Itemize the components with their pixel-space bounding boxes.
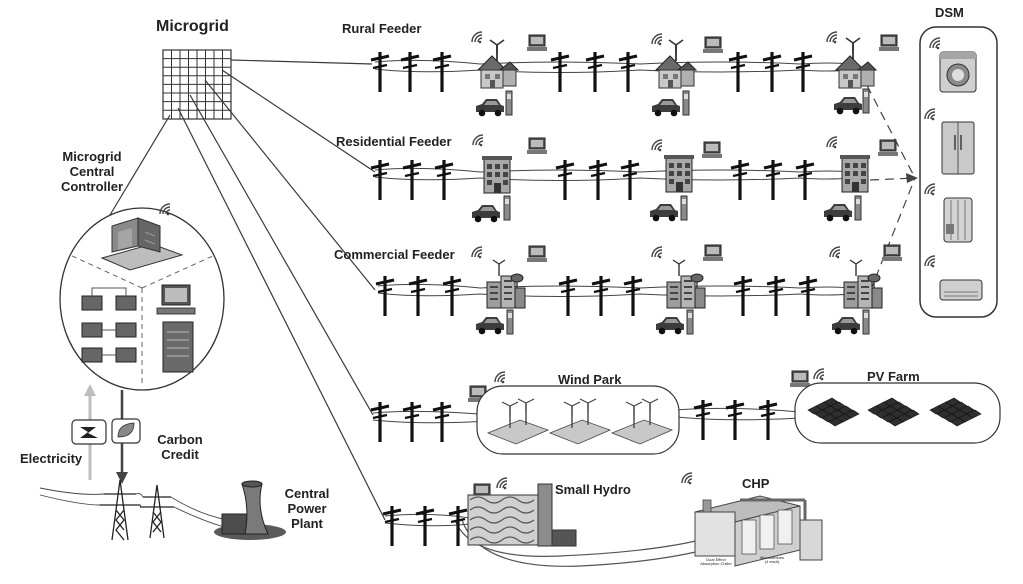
microgrid-title: Microgrid bbox=[156, 18, 229, 35]
dsm-panel bbox=[919, 26, 998, 318]
factory-icon bbox=[694, 495, 823, 567]
chp-chiller-line-1: Dual Effect bbox=[706, 557, 726, 562]
utility-poles bbox=[369, 50, 819, 548]
controller-title-line-2: Central bbox=[69, 163, 115, 179]
air-conditioner-icon bbox=[924, 255, 983, 301]
office-building-icon bbox=[100, 217, 184, 271]
commercial-feeder-label: Commercial Feeder bbox=[334, 247, 455, 262]
controller-title-line-1: Microgrid bbox=[62, 149, 122, 164]
central-power-plant-label: Central Power Plant bbox=[276, 486, 338, 532]
small-hydro-label: Small Hydro bbox=[555, 482, 631, 497]
chp-chiller-label: Dual Effect Absorption Chiller bbox=[696, 557, 736, 567]
pv-farm-label: PV Farm bbox=[867, 369, 920, 384]
electricity-label: Electricity bbox=[20, 451, 83, 466]
controller-title-line-3: Controller bbox=[60, 178, 124, 194]
chp-microturbine-label: Microturbines (4 each) bbox=[752, 555, 792, 565]
central-power-plant-line-3: Plant bbox=[291, 515, 323, 531]
server-icon bbox=[162, 321, 194, 373]
central-power-plant-line-2: Power bbox=[287, 500, 327, 516]
microgrid-grid-node bbox=[162, 49, 232, 120]
computer-icon bbox=[156, 284, 196, 315]
chp-microturbine-line-2: (4 each) bbox=[764, 559, 780, 565]
commercial-feeder-nodes bbox=[471, 244, 903, 335]
carbon-credit-label: Carbon Credit bbox=[150, 432, 210, 463]
lightning-icon bbox=[71, 419, 107, 445]
chp-group bbox=[681, 472, 823, 567]
carbon-credit-line-1: Carbon bbox=[157, 432, 203, 447]
rural-feeder-label: Rural Feeder bbox=[342, 21, 422, 36]
chp-label: CHP bbox=[742, 476, 770, 491]
small-hydro-group bbox=[467, 477, 577, 547]
pv-farm-group bbox=[789, 368, 1001, 444]
leaf-icon bbox=[111, 418, 141, 444]
chp-chiller-line-2: Absorption Chiller bbox=[700, 561, 732, 567]
power-plant-icon bbox=[214, 480, 286, 540]
wind-park-label: Wind Park bbox=[558, 372, 622, 387]
battery-icon bbox=[81, 287, 137, 363]
carbon-credit-line-2: Credit bbox=[161, 446, 199, 462]
controller-title: Microgrid Central Controller bbox=[52, 149, 132, 195]
dsm-label: DSM bbox=[935, 5, 964, 20]
feeder-wires bbox=[372, 59, 851, 527]
dsm-arrow-icon bbox=[906, 173, 918, 183]
refrigerator-icon bbox=[924, 108, 975, 175]
central-power-plant-line-1: Central bbox=[284, 486, 330, 501]
rural-feeder-nodes bbox=[471, 31, 900, 117]
residential-feeder-label: Residential Feeder bbox=[336, 134, 452, 149]
dam-icon bbox=[467, 483, 577, 547]
wind-park-group bbox=[467, 371, 680, 455]
chp-microturbine-line-1: Microturbines bbox=[759, 555, 784, 560]
grid-exchange-group bbox=[71, 384, 141, 484]
transmission-tower-icon bbox=[100, 479, 174, 541]
central-controller-group bbox=[59, 203, 225, 391]
radiator-icon bbox=[924, 183, 973, 243]
microgrid-connection-lines bbox=[109, 59, 386, 521]
washing-machine-icon bbox=[929, 37, 977, 93]
